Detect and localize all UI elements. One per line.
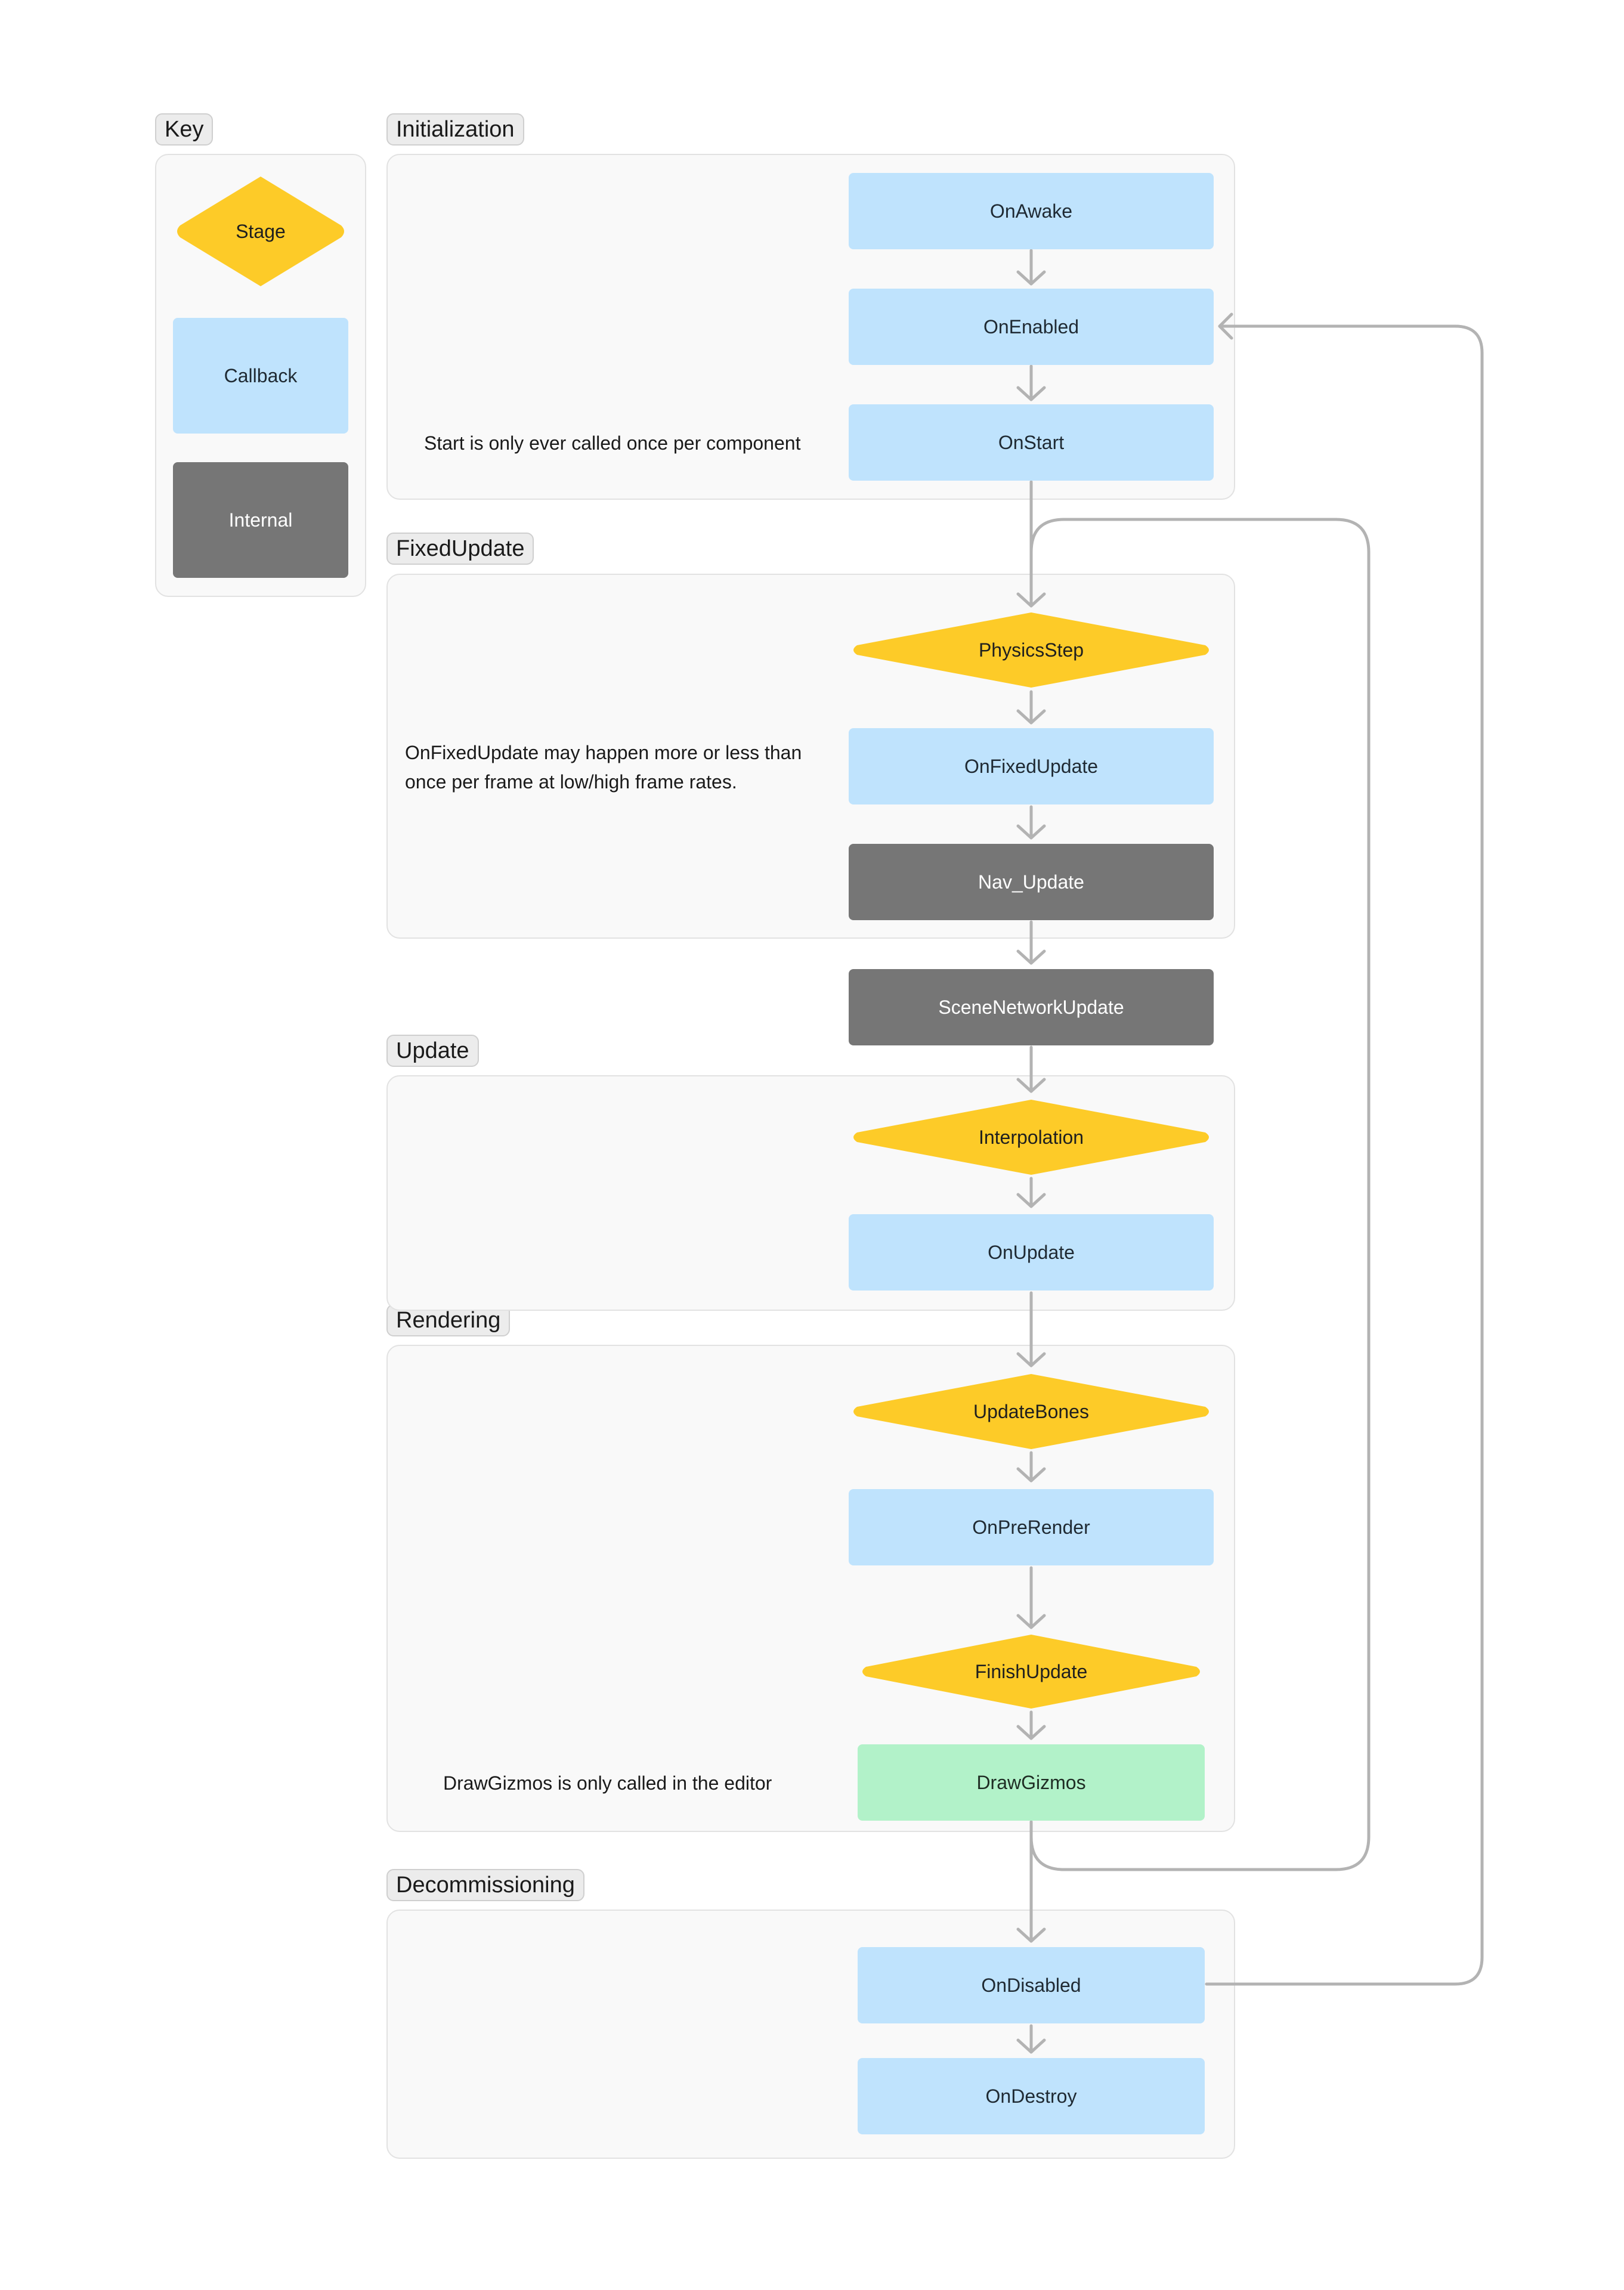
fixedupdate-section-tag: FixedUpdate xyxy=(386,533,534,565)
finish-update-label: FinishUpdate xyxy=(975,1660,1088,1682)
draw-gizmos-node: DrawGizmos xyxy=(858,1744,1205,1821)
on-awake-node: OnAwake xyxy=(849,173,1214,249)
draw-gizmos-note: DrawGizmos is only called in the editor xyxy=(443,1772,772,1794)
key-internal-shape: Internal xyxy=(173,462,348,578)
physics-step-diamond-icon xyxy=(853,612,1209,688)
on-disabled-node: OnDisabled xyxy=(858,1947,1205,2023)
scene-network-update-node: SceneNetworkUpdate xyxy=(849,969,1214,1045)
on-destroy-node: OnDestroy xyxy=(858,2058,1205,2134)
update-bones-node: UpdateBones xyxy=(849,1373,1214,1450)
interpolation-node: Interpolation xyxy=(849,1098,1214,1176)
update-bones-label: UpdateBones xyxy=(973,1400,1089,1422)
fixed-update-note-line1: OnFixedUpdate may happen more or less th… xyxy=(405,742,802,763)
initialization-section-tag: Initialization xyxy=(386,113,524,146)
nav-update-node: Nav_Update xyxy=(849,844,1214,920)
fixed-update-note-line2: once per frame at low/high frame rates. xyxy=(405,771,737,793)
decommissioning-section-tag: Decommissioning xyxy=(386,1869,584,1901)
finish-update-diamond-icon xyxy=(862,1635,1200,1709)
on-update-node: OnUpdate xyxy=(849,1214,1214,1291)
key-section-tag: Key xyxy=(155,113,214,146)
on-enabled-node: OnEnabled xyxy=(849,289,1214,365)
finish-update-node: FinishUpdate xyxy=(858,1633,1205,1710)
key-stage-shape: Stage xyxy=(173,173,348,290)
physics-step-node: PhysicsStep xyxy=(849,611,1214,689)
stage-diamond-icon xyxy=(177,177,344,286)
update-bones-diamond-icon xyxy=(853,1374,1209,1449)
on-pre-render-node: OnPreRender xyxy=(849,1489,1214,1565)
update-section-tag: Update xyxy=(386,1035,479,1067)
on-fixed-update-node: OnFixedUpdate xyxy=(849,728,1214,804)
interpolation-diamond-icon xyxy=(853,1100,1209,1175)
start-once-note: Start is only ever called once per compo… xyxy=(424,432,801,454)
key-callback-shape: Callback xyxy=(173,318,348,434)
on-start-node: OnStart xyxy=(849,404,1214,481)
physics-step-label: PhysicsStep xyxy=(978,639,1084,661)
interpolation-label: Interpolation xyxy=(978,1126,1084,1148)
key-stage-label: Stage xyxy=(236,220,286,242)
